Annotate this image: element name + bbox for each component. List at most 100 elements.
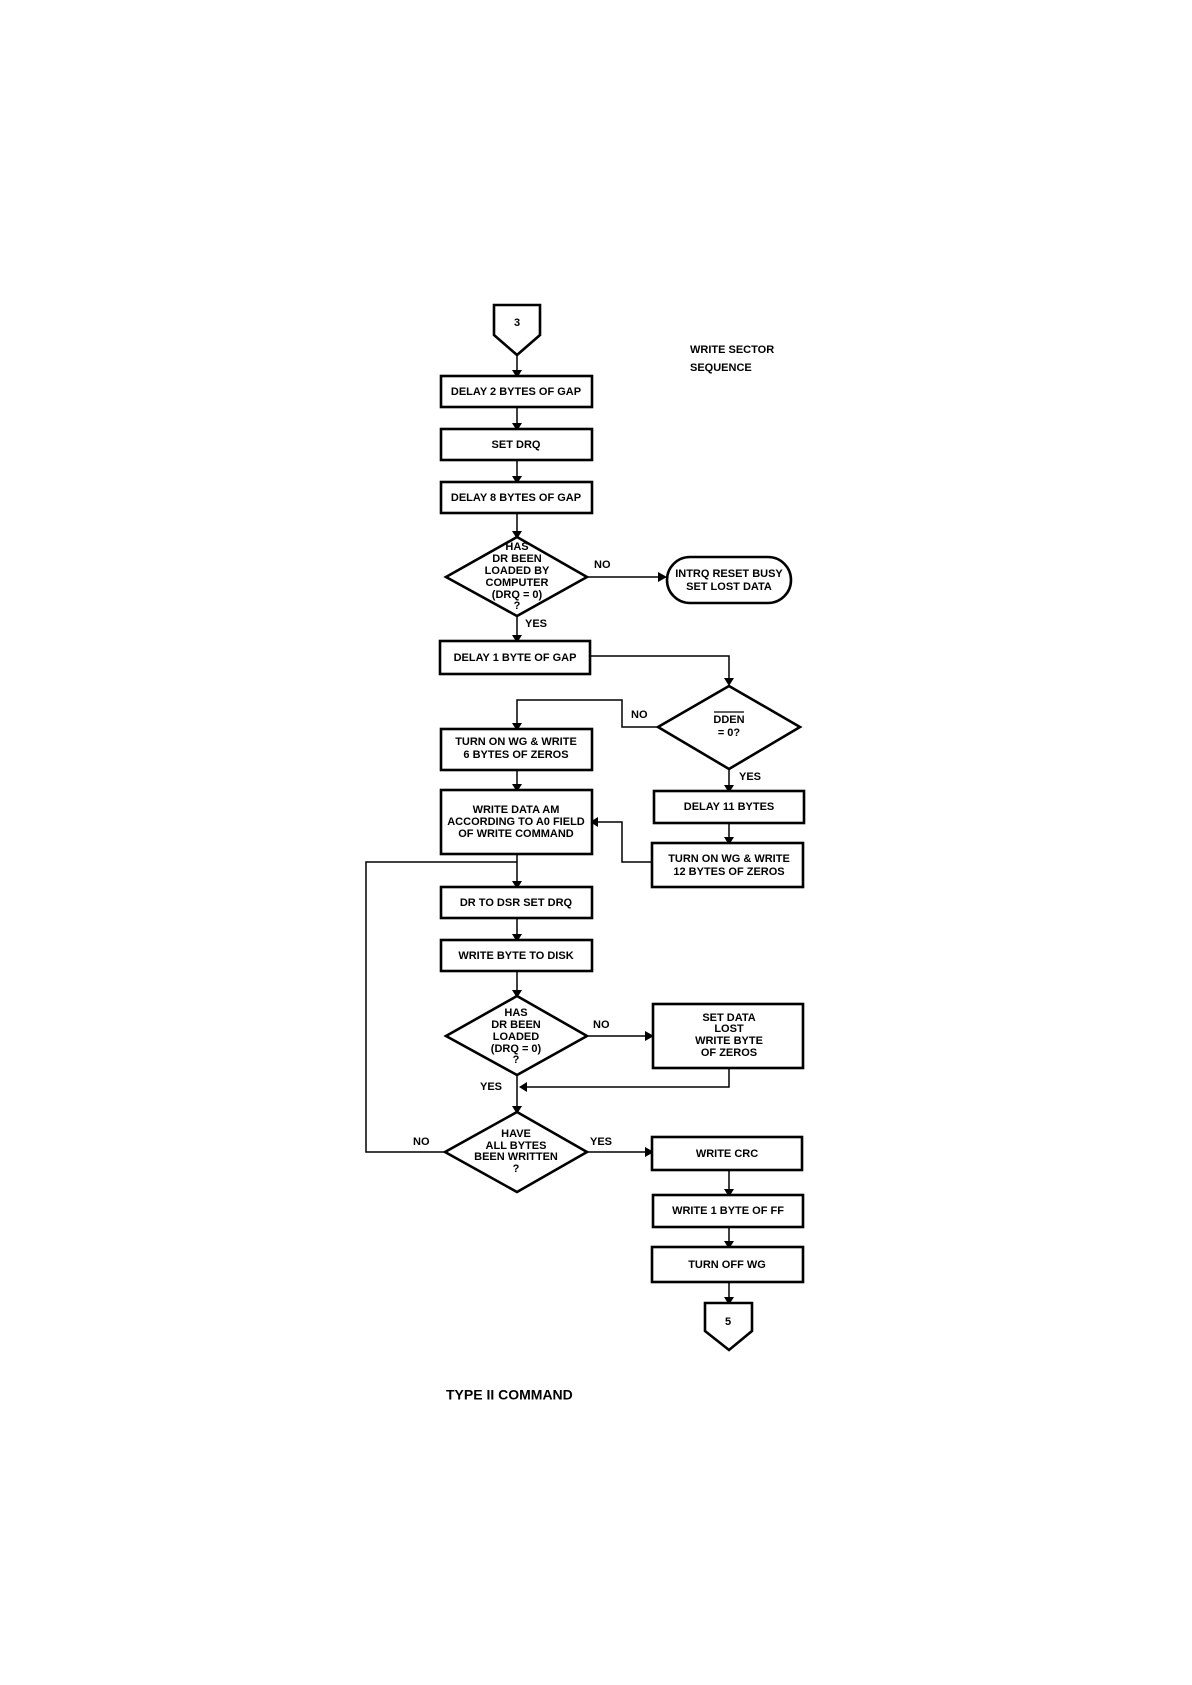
process-set-data-lost-text: LOST [714,1023,744,1035]
process-delay-1-byte-text: DELAY 1 BYTE OF GAP [454,652,577,664]
decision-text-line: LOADED [493,1031,540,1043]
arrowhead [512,635,522,643]
process-set-data-lost-text: OF ZEROS [701,1047,757,1059]
decision-text-line: (DRQ = 0) [492,589,543,601]
edge-setdatalost-return [521,1068,730,1088]
decision-text-line: BEEN WRITTEN [474,1151,558,1163]
edge-delay1-to-dden [590,655,730,684]
arrowhead [512,723,522,731]
arrowhead [512,934,522,942]
process-turn-on-wg-12-text: 12 BYTES OF ZEROS [673,866,784,878]
diagram-title-line2: SEQUENCE [690,362,752,374]
decision-text-line: COMPUTER [486,577,549,589]
edge-label-yes: YES [739,771,761,783]
arrowhead [645,1147,654,1157]
edge-label-no: NO [593,1019,610,1031]
edge-label-no: NO [594,559,611,571]
process-delay-2-bytes: DELAY 2 BYTES OF GAP [439,374,594,409]
decision-text-line: ? [513,1054,520,1066]
process-write-data-am: WRITE DATA AM ACCORDING TO A0 FIELD OF W… [439,788,594,856]
edge-dden-no [516,699,658,729]
process-delay-1-byte: DELAY 1 BYTE OF GAP [438,639,592,676]
process-set-data-lost-text: SET DATA [702,1012,755,1024]
process-turn-on-wg-12-text: TURN ON WG & WRITE [668,853,790,865]
arrowhead [519,1082,527,1092]
arrowhead [724,837,734,845]
process-turn-on-wg-6-text: TURN ON WG & WRITE [455,736,577,748]
diagram-title-line1: WRITE SECTOR [690,344,774,356]
arrowhead [724,1189,734,1197]
decision-has-dr-loaded-by-computer: HAS DR BEEN LOADED BY COMPUTER (DRQ = 0)… [443,535,590,618]
process-write-data-am-text: OF WRITE COMMAND [458,828,574,840]
process-delay-8-bytes: DELAY 8 BYTES OF GAP [439,480,594,515]
decision-text-line: ALL BYTES [486,1140,547,1152]
terminal-intrq-text-line: INTRQ RESET BUSY [675,568,783,580]
arrowhead [658,572,667,582]
process-write-crc: WRITE CRC [650,1135,804,1172]
decision-dden-text: = 0? [718,727,741,739]
decision-text-line: (DRQ = 0) [491,1043,542,1055]
exit-connector-label: 5 [725,1316,731,1328]
arrowhead [724,678,734,686]
edge-turnon12-to-writeam [592,821,652,863]
process-turn-off-wg: TURN OFF WG [650,1245,805,1284]
arrowhead [724,1241,734,1249]
decision-text-line: HAS [504,1007,527,1019]
arrowhead [724,1297,734,1305]
terminal-intrq-text-line: SET LOST DATA [686,581,772,593]
process-delay-11-bytes-text: DELAY 11 BYTES [684,801,775,813]
decision-have-all-bytes-written: HAVE ALL BYTES BEEN WRITTEN ? [442,1110,590,1194]
arrowhead [512,990,522,998]
decision-text-line: ? [513,1163,520,1175]
process-delay-2-bytes-text: DELAY 2 BYTES OF GAP [451,386,581,398]
process-set-drq-text: SET DRQ [492,439,541,451]
arrowhead [645,1031,654,1041]
process-set-data-lost: SET DATA LOST WRITE BYTE OF ZEROS [651,1002,805,1070]
entry-connector-label: 3 [514,317,520,329]
decision-text-line: ? [514,600,521,612]
process-write-crc-text: WRITE CRC [696,1148,758,1160]
edge-label-no: NO [631,709,648,721]
process-write-byte-text: WRITE BYTE TO DISK [458,950,573,962]
entry-connector: 3 [492,303,542,357]
process-set-data-lost-text: WRITE BYTE [695,1035,763,1047]
decision-dden: DDEN = 0? [655,684,803,771]
decision-text-line: HAVE [501,1128,531,1140]
process-dr-to-dsr-text: DR TO DSR SET DRQ [460,897,573,909]
decision-has-dr-loaded: HAS DR BEEN LOADED (DRQ = 0) ? [443,994,590,1077]
process-set-drq: SET DRQ [439,427,594,462]
edge-label-yes: YES [590,1136,612,1148]
decision-text-line: HAS [505,541,528,553]
edge-decision3-no-loop [365,861,517,1153]
edge-label-yes: YES [480,1081,502,1093]
decision-dden-text: DDEN [713,714,744,726]
process-turn-on-wg-6-zeros: TURN ON WG & WRITE 6 BYTES OF ZEROS [439,727,594,772]
decision-text-line: DR BEEN [491,1019,541,1031]
process-write-data-am-text: WRITE DATA AM [473,804,560,816]
terminal-intrq-reset-busy: INTRQ RESET BUSY SET LOST DATA [665,555,793,605]
process-delay-11-bytes: DELAY 11 BYTES [652,789,806,825]
arrowhead [512,531,522,539]
arrowheads [512,370,734,1305]
process-write-ff-text: WRITE 1 BYTE OF FF [672,1205,784,1217]
process-write-data-am-text: ACCORDING TO A0 FIELD [447,816,585,828]
exit-connector: 5 [703,1301,754,1352]
arrowhead [512,370,522,378]
arrowhead [724,785,734,793]
edge-label-yes: YES [525,618,547,630]
arrowhead [590,817,598,827]
diagram-caption: TYPE II COMMAND [446,1387,573,1403]
arrowhead [512,476,522,484]
arrowhead [512,784,522,792]
process-write-byte-to-disk: WRITE BYTE TO DISK [439,938,594,973]
process-turn-off-wg-text: TURN OFF WG [688,1259,766,1271]
arrowhead [512,423,522,431]
arrowhead [512,881,522,889]
process-turn-on-wg-6-text: 6 BYTES OF ZEROS [463,749,568,761]
process-delay-8-bytes-text: DELAY 8 BYTES OF GAP [451,492,581,504]
process-write-1-byte-ff: WRITE 1 BYTE OF FF [651,1193,805,1229]
edge-label-no: NO [413,1136,430,1148]
decision-text-line: DR BEEN [492,553,542,565]
process-turn-on-wg-12-zeros: TURN ON WG & WRITE 12 BYTES OF ZEROS [650,841,805,889]
